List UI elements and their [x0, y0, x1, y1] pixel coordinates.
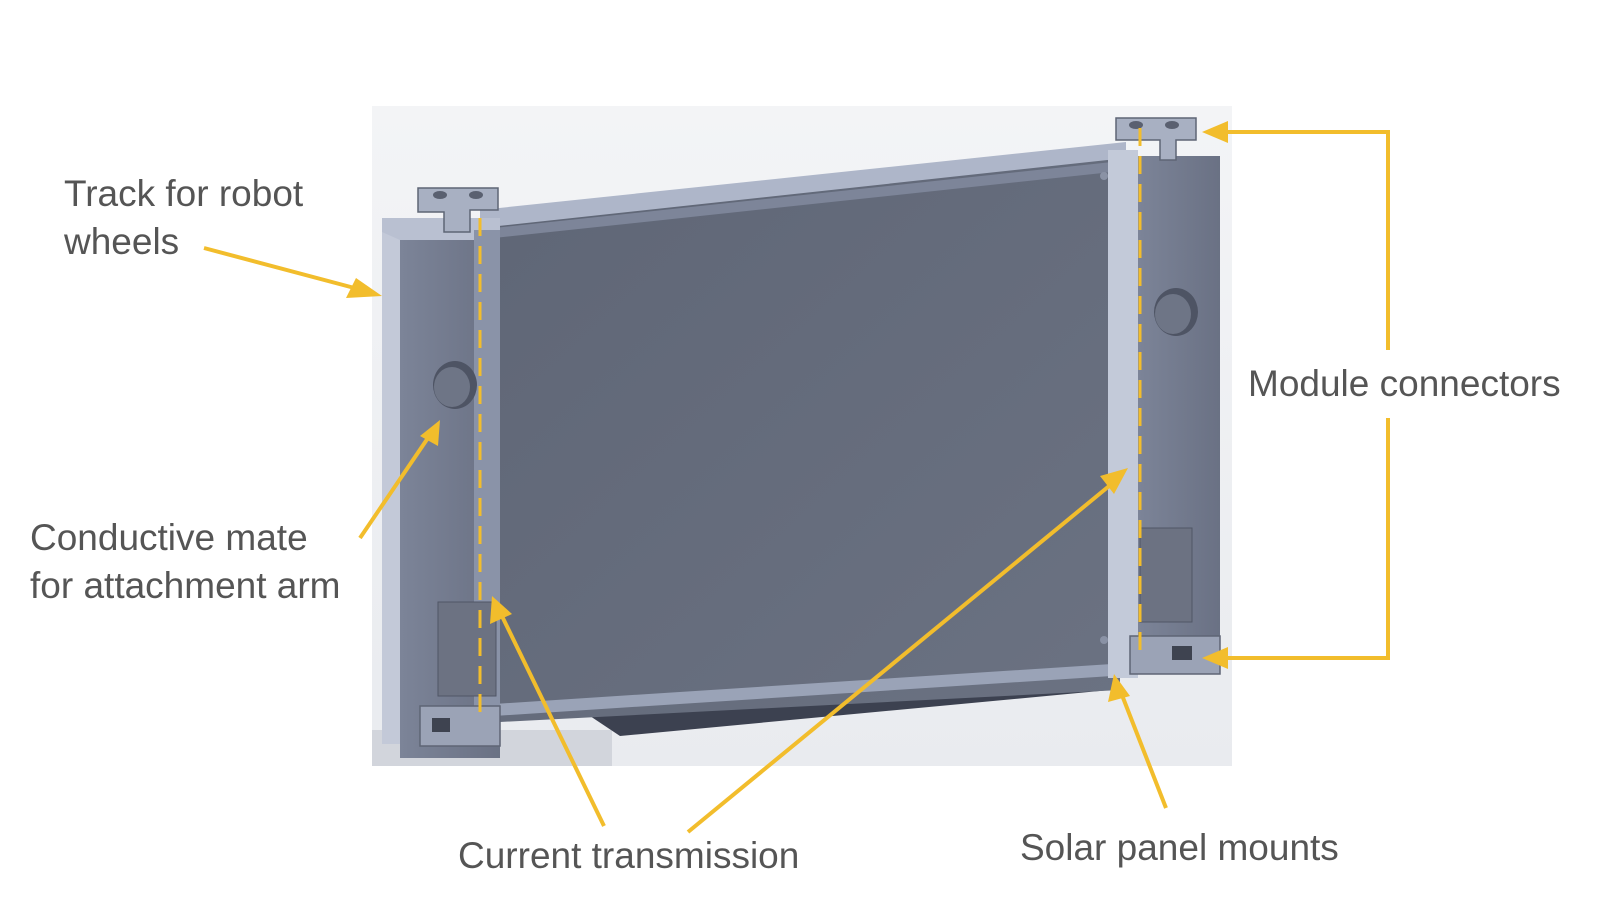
arrow-head-current-left	[490, 596, 512, 624]
left-connector-hole-1	[433, 191, 447, 199]
arrow-head-module-bottom	[1202, 647, 1228, 669]
left-track-edge	[382, 222, 400, 744]
label-module: Module connectors	[1248, 363, 1561, 404]
arrow-head-conductive	[420, 420, 440, 446]
arrow-head-current-right	[1100, 468, 1128, 494]
left-bottom-slot	[432, 718, 450, 732]
left-pocket	[437, 601, 497, 697]
arrow-head-track	[346, 278, 382, 298]
top-frame	[480, 142, 1126, 228]
left-top-connector	[417, 187, 499, 233]
arrow-track-line	[203, 246, 363, 292]
arrow-head-module-top	[1202, 121, 1228, 143]
label-track-line-2: wheels	[64, 221, 180, 262]
right-connector-hole-1	[1129, 121, 1143, 129]
arrow-head-solar	[1108, 674, 1130, 702]
arrow-current-left-line	[498, 611, 606, 827]
bracket-module-top	[1222, 130, 1390, 350]
solar-panel-body	[500, 158, 1120, 722]
label-track-line-1: Track for robot	[64, 173, 304, 214]
arrow-heads	[346, 121, 1228, 702]
mount-stud-top	[1100, 172, 1108, 180]
right-connector-hole-2	[1165, 121, 1179, 129]
label-current: Current transmission	[458, 835, 800, 876]
right-mount-post	[1108, 150, 1138, 678]
label-conductive: Conductive mate for attachment arm	[30, 514, 341, 610]
bottom-frame	[494, 664, 1112, 716]
arrow-solar-line	[1118, 689, 1168, 809]
label-track: Track for robot wheels	[64, 170, 303, 266]
label-conductive-line-1: Conductive mate	[30, 517, 308, 558]
left-bottom-connector	[419, 705, 501, 747]
bracket-module-bottom	[1222, 418, 1390, 660]
left-hole-inner	[434, 367, 470, 407]
mount-stud-bottom	[1100, 636, 1108, 644]
label-conductive-line-2: for attachment arm	[30, 565, 341, 606]
arrow-current-right-line	[686, 480, 1116, 834]
right-hole-inner	[1155, 294, 1191, 334]
top-inner-lip	[494, 162, 1112, 238]
label-solar: Solar panel mounts	[1020, 827, 1339, 868]
right-pocket	[1139, 527, 1193, 623]
arrow-conductive-line	[358, 430, 434, 540]
left-connector-hole-2	[469, 191, 483, 199]
annotation-arrows	[203, 130, 1390, 834]
right-bottom-slot	[1172, 646, 1192, 660]
